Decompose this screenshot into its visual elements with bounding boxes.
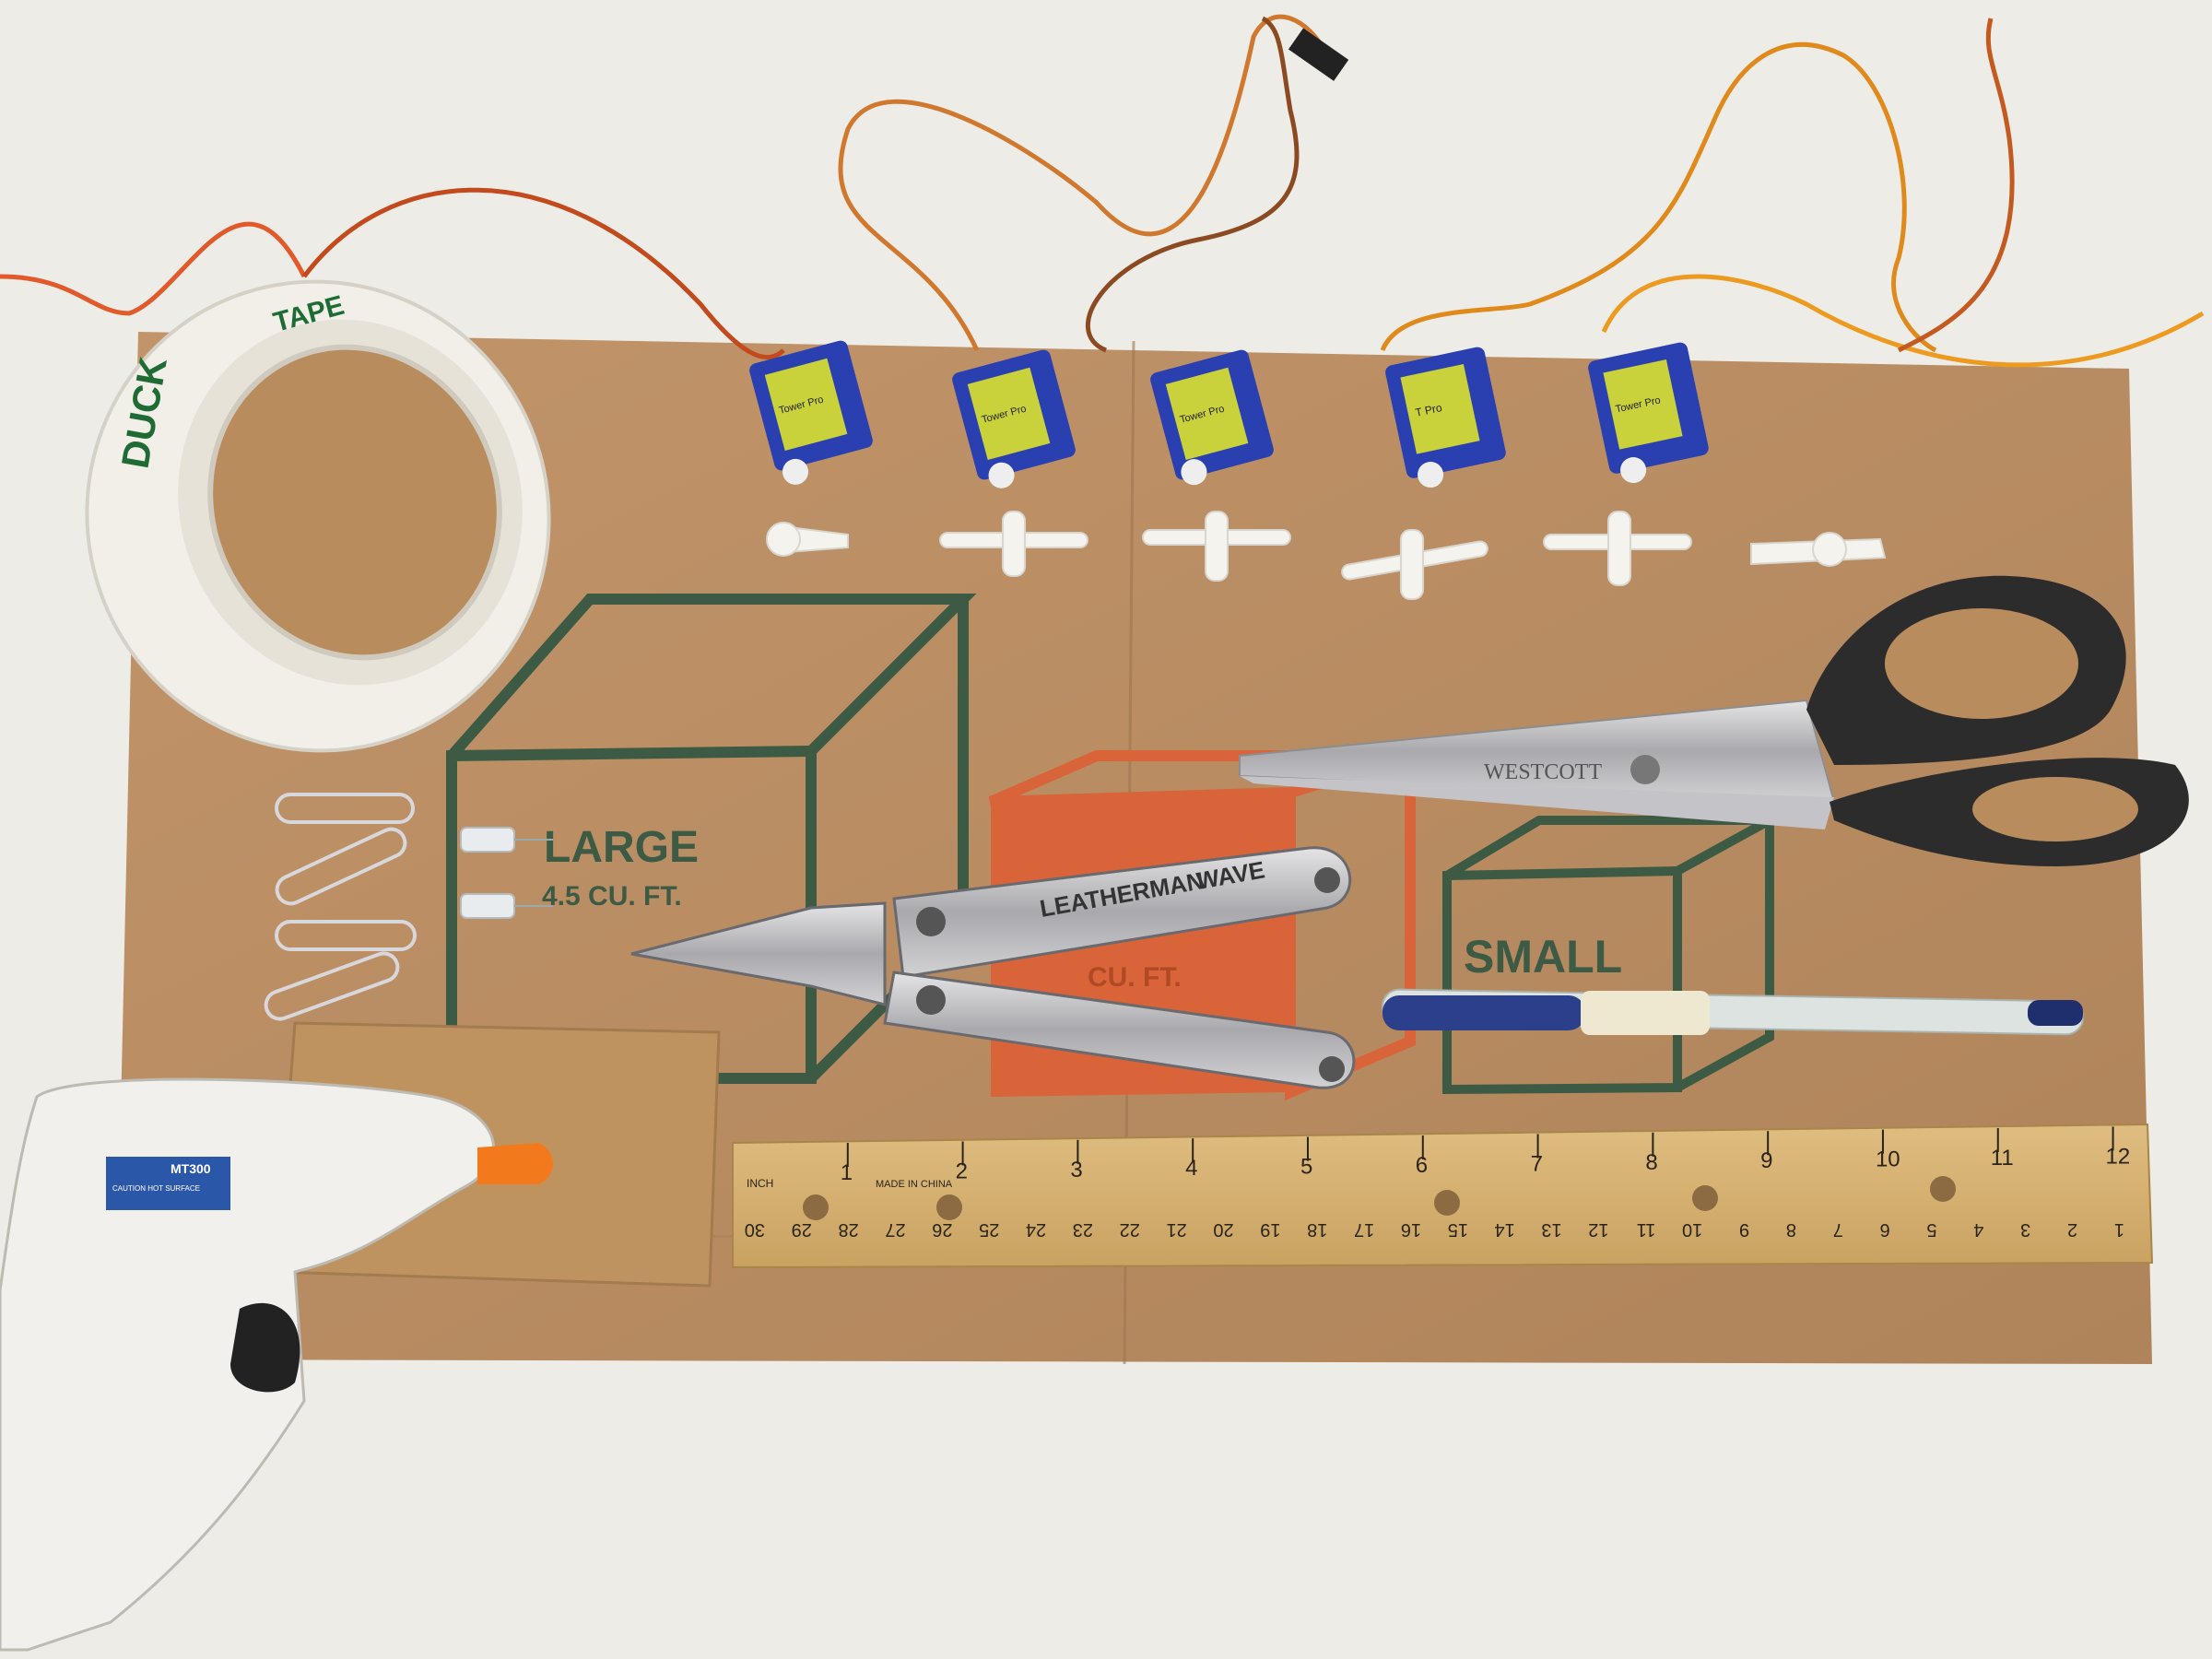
ruler-inch-label: 6 <box>1416 1153 1428 1178</box>
ruler-inch-label: 8 <box>1645 1150 1657 1175</box>
ruler-inch-label: 2 <box>956 1159 968 1183</box>
ruler-cm-label: 22 <box>1120 1219 1140 1240</box>
ruler-inch-label: 10 <box>1876 1147 1900 1172</box>
ruler-cm-label: 27 <box>885 1219 905 1240</box>
glue-gun-model: MT300 <box>171 1161 211 1176</box>
ruler-unit-label: INCH <box>747 1177 773 1190</box>
ruler-cm-label: 8 <box>1786 1219 1796 1240</box>
ruler-cm-label: 11 <box>1637 1219 1656 1240</box>
ruler-cm-label: 16 <box>1401 1219 1421 1240</box>
ruler-inch-label: 4 <box>1185 1156 1197 1181</box>
paper-clips <box>264 793 417 1021</box>
ruler-cm-label: 5 <box>1926 1219 1936 1240</box>
ruler-cm-label: 6 <box>1880 1219 1890 1240</box>
ruler-cm-label: 18 <box>1307 1219 1327 1240</box>
servo-1: Tower Pro <box>749 340 873 485</box>
ruler-cm-label: 19 <box>1260 1219 1280 1240</box>
ruler-cm-label: 20 <box>1213 1219 1233 1240</box>
ruler-cm-label: 25 <box>979 1219 999 1240</box>
medium-box-label: CU. FT. <box>1088 962 1182 993</box>
ruler-cm-label: 30 <box>745 1219 765 1240</box>
ruler-holes <box>803 1176 1956 1220</box>
ruler-cm-label: 23 <box>1073 1219 1093 1240</box>
scissors-brand: WESTCOTT <box>1484 760 1602 784</box>
ruler-inch-label: 12 <box>2106 1144 2131 1169</box>
small-box-title: SMALL <box>1464 931 1622 982</box>
ruler-cm-label: 2 <box>2067 1219 2077 1240</box>
ruler-cm-label: 29 <box>792 1219 812 1240</box>
servo-3: Tower Pro <box>1150 349 1274 486</box>
ruler-cm-label: 26 <box>932 1219 952 1240</box>
ruler-cm-label: 28 <box>838 1219 858 1240</box>
ruler-cm-label: 15 <box>1448 1219 1468 1240</box>
ruler-inch-label: 3 <box>1070 1158 1082 1182</box>
servo-4-label: T Pro <box>1414 401 1443 419</box>
ruler-cm-label: 1 <box>2114 1219 2124 1240</box>
ruler-cm-label: 13 <box>1541 1219 1561 1240</box>
wire-connector <box>1288 28 1349 81</box>
large-box-volume: 4.5 CU. FT. <box>542 881 682 912</box>
hot-glue-gun: MT300 CAUTION HOT SURFACE <box>0 1077 553 1652</box>
ruler-cm-label: 10 <box>1682 1219 1702 1240</box>
ruler-cm-label: 7 <box>1833 1219 1843 1240</box>
ruler-inch-label: 11 <box>1991 1146 2014 1171</box>
servo-2: Tower Pro <box>952 349 1076 488</box>
ruler-inch-label: 9 <box>1760 1148 1772 1173</box>
large-box-title: LARGE <box>544 823 699 872</box>
ruler-cm-label: 12 <box>1588 1219 1608 1240</box>
ruler-inch-label: 1 <box>841 1160 853 1185</box>
ruler-made-in: MADE IN CHINA <box>876 1179 953 1190</box>
glue-gun-warning: CAUTION HOT SURFACE <box>112 1184 200 1193</box>
ruler-cm-label: 21 <box>1167 1219 1187 1240</box>
ruler-cm-label: 4 <box>1973 1219 1983 1240</box>
servo-wires <box>0 14 2205 368</box>
ruler-cm-label: 9 <box>1739 1219 1749 1240</box>
ruler-inch-label: 7 <box>1531 1151 1543 1176</box>
push-pins <box>460 827 553 919</box>
servo-5: Tower Pro <box>1588 342 1709 484</box>
servo-4: T Pro <box>1385 347 1506 488</box>
ruler-cm-label: 24 <box>1026 1219 1046 1240</box>
ruler-cm-label: 3 <box>2020 1219 2030 1240</box>
scissors: WESTCOTT <box>1239 575 2189 866</box>
ruler-cm-label: 17 <box>1354 1219 1374 1240</box>
ruler-cm-label: 14 <box>1495 1219 1515 1240</box>
ruler-inch-label: 5 <box>1300 1155 1312 1180</box>
servo-horns <box>766 511 1887 600</box>
pen <box>1382 988 2084 1036</box>
